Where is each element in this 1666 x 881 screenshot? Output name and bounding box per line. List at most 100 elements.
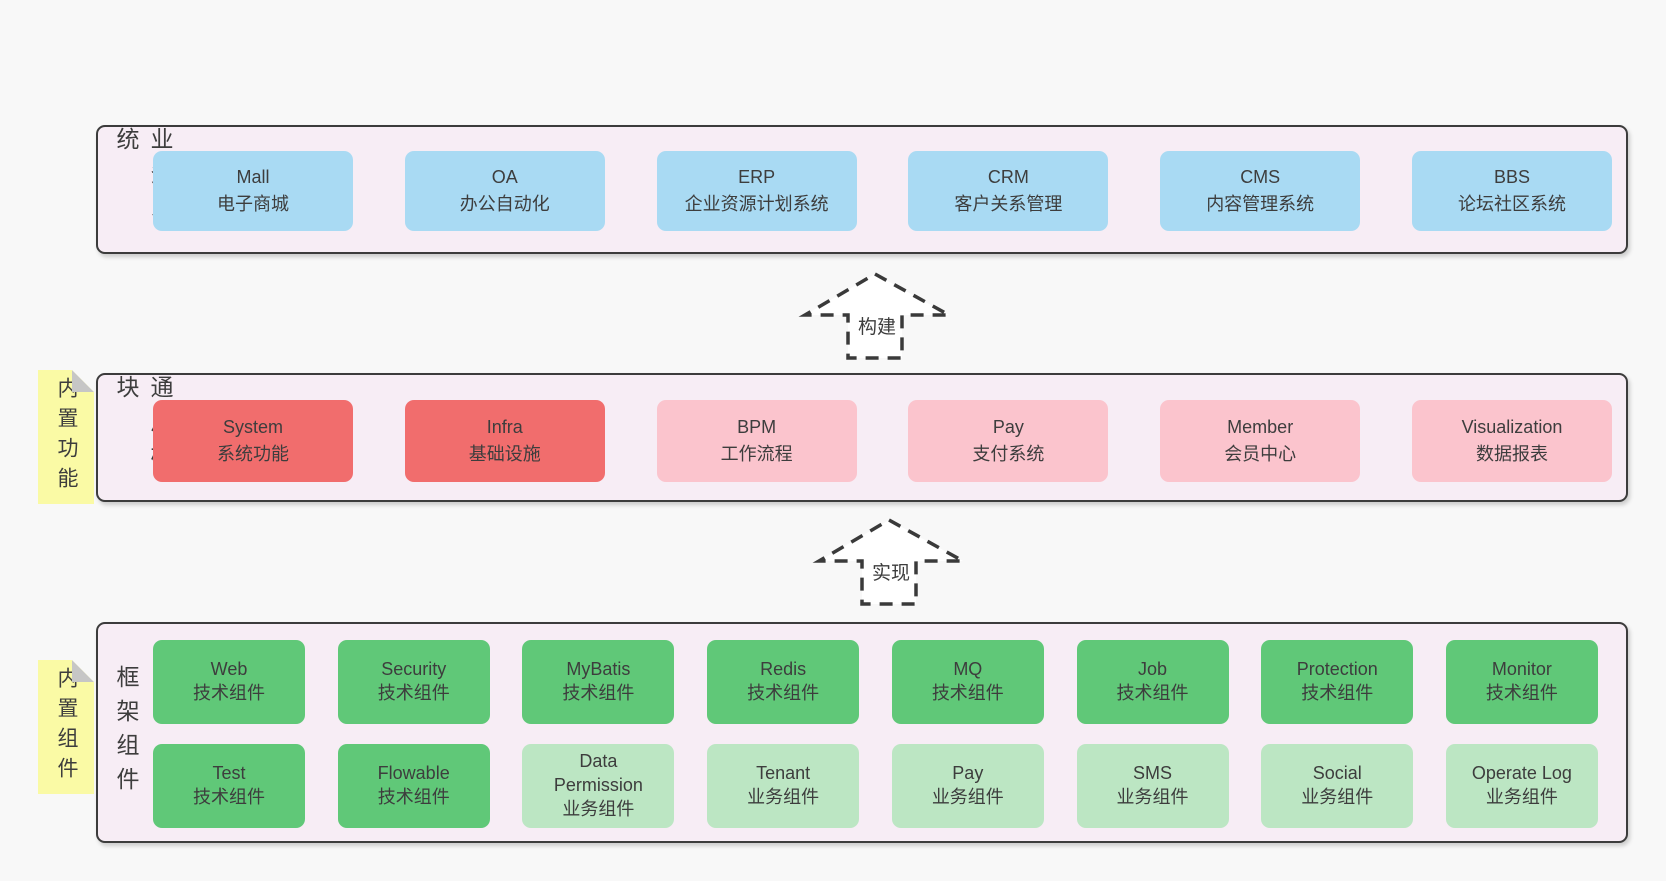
box-name: Protection xyxy=(1296,659,1378,680)
implement-arrow-label: 实现 xyxy=(868,558,914,585)
box-social: Social 业务组件 xyxy=(1261,744,1414,828)
box-desc: 技术组件 xyxy=(1485,683,1558,703)
box-desc: 技术组件 xyxy=(193,787,265,807)
box-desc: 企业资源计划系统 xyxy=(684,194,829,214)
box-name: Security xyxy=(381,659,447,680)
box-name: Test xyxy=(212,763,246,784)
box-desc: 会员中心 xyxy=(1224,444,1297,464)
box-crm: CRM 客户关系管理 xyxy=(908,151,1109,231)
sticky-note-builtin-components: 内置组件 xyxy=(38,660,94,794)
box-pay-component: Pay 业务组件 xyxy=(891,744,1044,828)
sticky-note-builtin-features: 内置功能 xyxy=(38,370,94,504)
box-desc: 技术组件 xyxy=(377,787,450,807)
box-security: Security 技术组件 xyxy=(337,640,490,724)
box-desc: 业务组件 xyxy=(931,787,1004,807)
box-erp: ERP 企业资源计划系统 xyxy=(656,151,857,231)
framework-components-label: 框架组件 xyxy=(109,624,143,841)
box-name: MQ xyxy=(953,659,983,680)
box-name: Flowable xyxy=(377,763,450,784)
box-name: Redis xyxy=(760,659,807,680)
box-desc: 技术组件 xyxy=(562,683,635,703)
business-systems-row: Mall 电子商城 OA 办公自动化 ERP 企业资源计划系统 CRM 客户关系… xyxy=(153,151,1612,231)
business-systems-panel: 业务系统 Mall 电子商城 OA 办公自动化 ERP 企业资源计划系统 CRM… xyxy=(96,125,1628,254)
box-desc: 业务组件 xyxy=(1116,787,1189,807)
box-name: ERP xyxy=(738,167,776,187)
box-name: Infra xyxy=(486,417,523,437)
box-flowable: Flowable 技术组件 xyxy=(337,744,490,828)
box-name: Visualization xyxy=(1461,417,1563,437)
box-name: Mall xyxy=(236,167,270,187)
build-arrow: 构建 xyxy=(798,271,956,361)
box-desc: 基础设施 xyxy=(468,444,541,464)
box-name: CRM xyxy=(987,167,1029,187)
box-name: Web xyxy=(210,659,248,680)
sticky-note-text: 内置组件 xyxy=(55,667,78,787)
box-desc: 工作流程 xyxy=(720,444,793,464)
box-name: System xyxy=(222,417,283,437)
box-desc: 支付系统 xyxy=(972,444,1045,464)
box-redis: Redis 技术组件 xyxy=(707,640,860,724)
box-operate-log: Operate Log 业务组件 xyxy=(1445,744,1598,828)
framework-components-panel: 框架组件 Web 技术组件 Security 技术组件 MyBatis 技术组件… xyxy=(96,622,1628,843)
box-oa: OA 办公自动化 xyxy=(404,151,605,231)
box-desc: 内容管理系统 xyxy=(1206,194,1315,214)
box-desc: 论坛社区系统 xyxy=(1457,194,1566,214)
box-desc: 业务组件 xyxy=(562,798,635,819)
vertical-label-text: 框架组件 xyxy=(113,664,139,801)
box-web: Web 技术组件 xyxy=(153,640,305,724)
box-name: BPM xyxy=(737,417,777,437)
box-visualization: Visualization 数据报表 xyxy=(1411,400,1612,482)
box-name: Monitor xyxy=(1491,659,1552,680)
framework-row-2: Test 技术组件 Flowable 技术组件 Data Permission … xyxy=(153,744,1598,828)
box-member: Member 会员中心 xyxy=(1160,400,1361,482)
sticky-note-text: 内置功能 xyxy=(55,377,78,497)
box-name: Data Permission xyxy=(553,751,643,796)
box-data-permission: Data Permission 业务组件 xyxy=(522,744,675,828)
framework-row-1: Web 技术组件 Security 技术组件 MyBatis 技术组件 Redi… xyxy=(153,640,1598,724)
box-name: MyBatis xyxy=(566,659,631,680)
box-tenant: Tenant 业务组件 xyxy=(707,744,860,828)
box-name: SMS xyxy=(1133,763,1173,784)
box-desc: 技术组件 xyxy=(931,683,1004,703)
box-desc: 业务组件 xyxy=(1301,787,1374,807)
box-bpm: BPM 工作流程 xyxy=(656,400,857,482)
box-mall: Mall 电子商城 xyxy=(153,151,353,231)
box-sms: SMS 业务组件 xyxy=(1076,744,1229,828)
box-desc: 技术组件 xyxy=(193,683,265,703)
box-system: System 系统功能 xyxy=(153,400,353,482)
common-modules-panel: 通用模块 System 系统功能 Infra 基础设施 BPM 工作流程 Pay… xyxy=(96,373,1628,502)
common-modules-row: System 系统功能 Infra 基础设施 BPM 工作流程 Pay 支付系统… xyxy=(153,400,1612,482)
box-name: BBS xyxy=(1493,167,1530,187)
box-job: Job 技术组件 xyxy=(1076,640,1229,724)
box-mq: MQ 技术组件 xyxy=(891,640,1044,724)
box-desc: 技术组件 xyxy=(1301,683,1374,703)
box-cms: CMS 内容管理系统 xyxy=(1160,151,1361,231)
box-pay: Pay 支付系统 xyxy=(908,400,1109,482)
box-name: Job xyxy=(1138,659,1168,680)
box-desc: 办公自动化 xyxy=(459,194,550,214)
box-desc: 电子商城 xyxy=(217,194,289,214)
box-desc: 客户关系管理 xyxy=(954,194,1063,214)
box-desc: 业务组件 xyxy=(747,787,820,807)
box-name: Tenant xyxy=(756,763,811,784)
box-name: CMS xyxy=(1240,167,1281,187)
build-arrow-label: 构建 xyxy=(854,312,900,339)
box-test: Test 技术组件 xyxy=(153,744,305,828)
box-name: OA xyxy=(491,167,518,187)
implement-arrow: 实现 xyxy=(812,517,970,607)
box-name: Pay xyxy=(992,417,1024,437)
box-infra: Infra 基础设施 xyxy=(404,400,605,482)
box-name: Operate Log xyxy=(1471,763,1572,784)
box-name: Member xyxy=(1227,417,1294,437)
box-monitor: Monitor 技术组件 xyxy=(1445,640,1598,724)
box-bbs: BBS 论坛社区系统 xyxy=(1411,151,1612,231)
box-name: Social xyxy=(1312,763,1362,784)
box-desc: 业务组件 xyxy=(1485,787,1558,807)
box-desc: 技术组件 xyxy=(747,683,820,703)
box-protection: Protection 技术组件 xyxy=(1261,640,1414,724)
box-desc: 技术组件 xyxy=(1116,683,1189,703)
box-desc: 技术组件 xyxy=(377,683,450,703)
box-name: Pay xyxy=(952,763,984,784)
box-desc: 系统功能 xyxy=(217,444,289,464)
